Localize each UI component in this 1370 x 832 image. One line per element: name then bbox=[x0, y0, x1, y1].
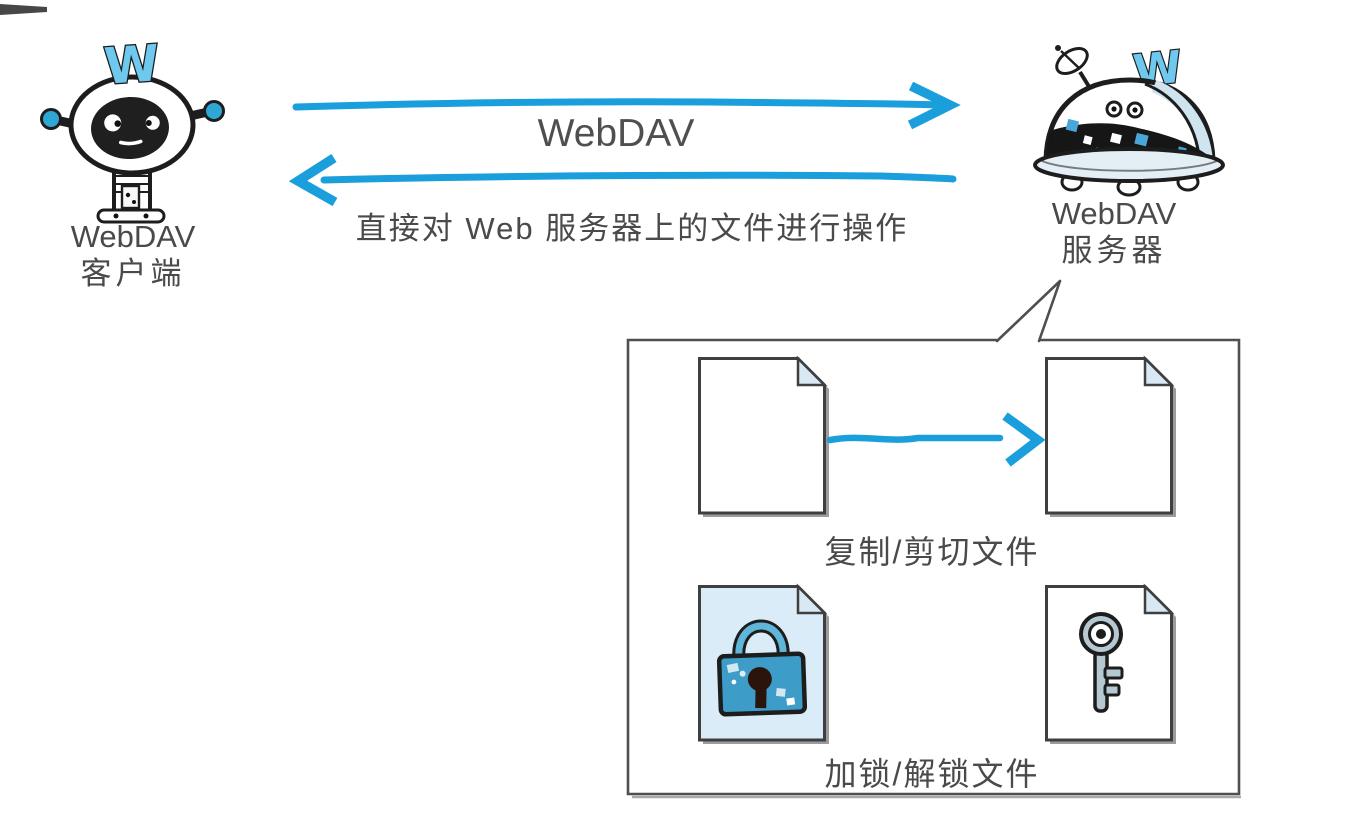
document-icon bbox=[1045, 355, 1176, 517]
server-label-line2: 服务器 bbox=[1061, 233, 1167, 268]
server-label: WebDAV 服务器 bbox=[1052, 195, 1177, 269]
arrow-left-icon bbox=[288, 153, 957, 207]
corner-artifact bbox=[0, 4, 47, 15]
callout-tail bbox=[995, 279, 1062, 343]
key-document-icon bbox=[1045, 583, 1176, 744]
client-w-glyph: W bbox=[102, 34, 161, 96]
response-arrow-label: 直接对 Web 服务器上的文件进行操作 bbox=[355, 211, 909, 246]
lock-document-icon bbox=[698, 583, 829, 744]
arrow-right-icon bbox=[292, 81, 961, 130]
request-arrow-label: WebDAV bbox=[537, 112, 695, 155]
server-detail-box bbox=[626, 279, 1241, 799]
lock-unlock-label: 加锁/解锁文件 bbox=[824, 756, 1040, 792]
key-icon bbox=[1079, 612, 1124, 713]
copy-cut-label: 复制/剪切文件 bbox=[824, 534, 1040, 570]
copy-arrow-icon bbox=[826, 412, 1046, 467]
document-icon bbox=[698, 355, 829, 517]
server-robot-icon: W bbox=[1033, 40, 1225, 197]
client-robot-icon: W bbox=[40, 33, 225, 224]
lock-icon bbox=[716, 619, 808, 717]
client-label-line1: WebDAV bbox=[70, 219, 196, 254]
client-label: WebDAV 客户端 bbox=[71, 218, 196, 292]
client-label-line2: 客户端 bbox=[80, 256, 186, 291]
server-label-line1: WebDAV bbox=[1051, 196, 1177, 231]
